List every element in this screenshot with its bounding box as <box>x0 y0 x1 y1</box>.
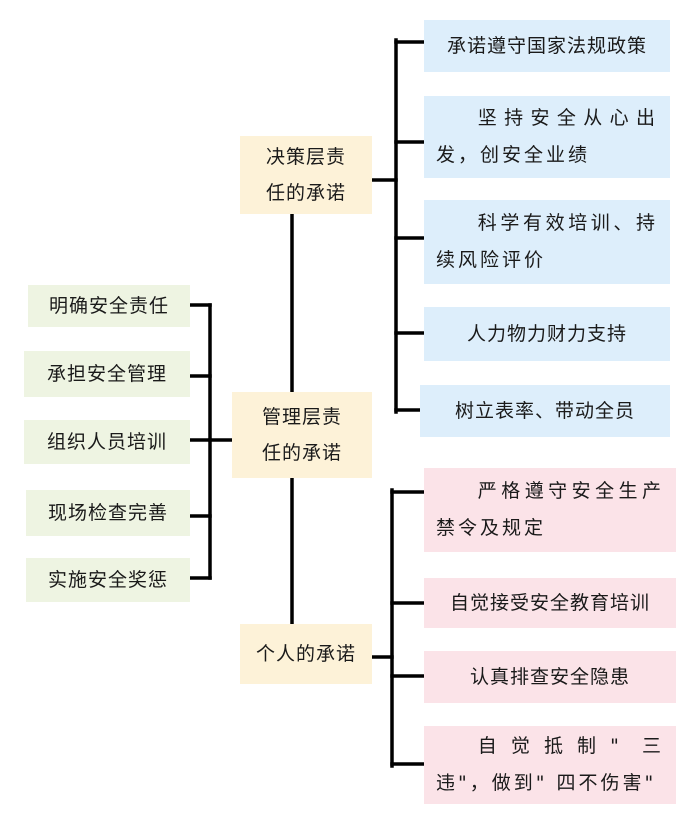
decision-item: 承诺遵守国家法规政策 <box>424 20 670 72</box>
left-item: 组织人员培训 <box>24 420 190 464</box>
left-item: 现场检查完善 <box>26 490 190 536</box>
personal-label: 个人的承诺 <box>255 643 356 665</box>
decision-item: 坚持安全从心出发，创安全业绩 <box>424 96 670 178</box>
management-level-label: 管理层责任的承诺 <box>261 406 342 464</box>
personal-item-label: 自觉抵制" 三违"，做到" 四不伤害" <box>436 735 664 794</box>
left-item-label: 现场检查完善 <box>47 502 168 524</box>
management-level-node: 管理层责任的承诺 <box>232 392 372 478</box>
personal-item-label: 严格遵守安全生产禁令及规定 <box>436 480 664 539</box>
decision-item-label: 科学有效培训、持续风险评价 <box>436 212 658 271</box>
personal-item: 认真排查安全隐患 <box>424 651 676 703</box>
personal-node: 个人的承诺 <box>240 624 372 684</box>
personal-item: 自觉接受安全教育培训 <box>424 578 676 628</box>
left-item-label: 实施安全奖惩 <box>47 569 168 591</box>
personal-item-label: 自觉接受安全教育培训 <box>449 592 650 614</box>
decision-item: 树立表率、带动全员 <box>420 385 670 437</box>
left-item-label: 明确安全责任 <box>48 295 169 317</box>
decision-item: 人力物力财力支持 <box>424 307 670 361</box>
decision-item-label: 坚持安全从心出发，创安全业绩 <box>436 107 658 166</box>
decision-item-label: 树立表率、带动全员 <box>454 400 635 422</box>
left-item-label: 组织人员培训 <box>46 431 167 453</box>
left-item: 实施安全奖惩 <box>26 558 190 602</box>
decision-level-node: 决策层责任的承诺 <box>240 136 372 214</box>
decision-item-label: 人力物力财力支持 <box>466 323 627 345</box>
personal-item-label: 认真排查安全隐患 <box>469 666 630 688</box>
decision-item: 科学有效培训、持续风险评价 <box>424 200 670 284</box>
decision-level-label: 决策层责任的承诺 <box>265 146 346 204</box>
personal-item: 自觉抵制" 三违"，做到" 四不伤害" <box>424 726 676 804</box>
decision-item-label: 承诺遵守国家法规政策 <box>446 35 647 57</box>
left-item: 承担安全管理 <box>24 351 190 397</box>
left-item: 明确安全责任 <box>28 285 190 327</box>
left-item-label: 承担安全管理 <box>46 363 167 385</box>
personal-item: 严格遵守安全生产禁令及规定 <box>424 468 676 552</box>
